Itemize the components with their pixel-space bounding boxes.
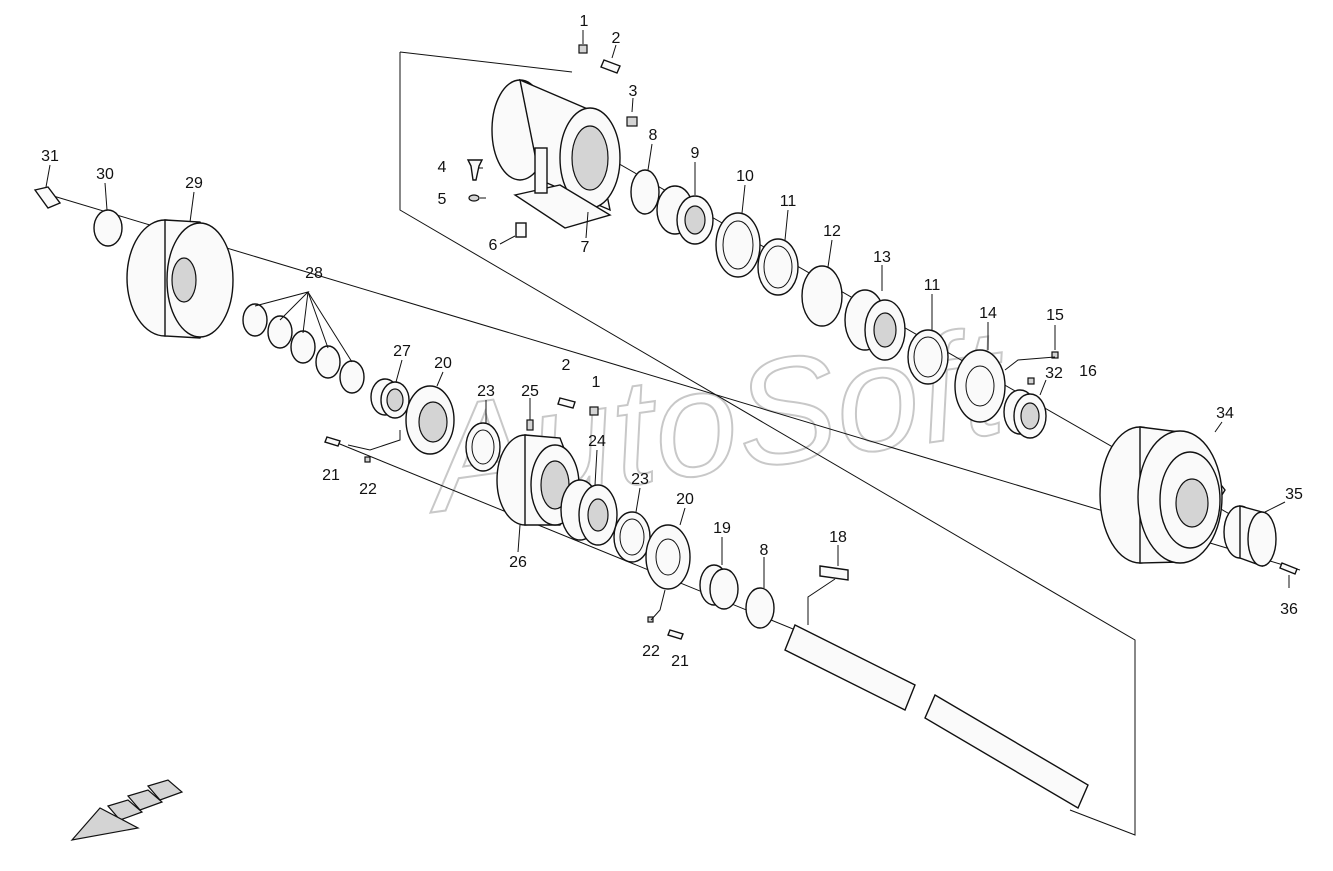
- bolt-2: [600, 59, 621, 74]
- label-9: 9: [691, 145, 700, 162]
- label-8-upper: 8: [649, 127, 658, 144]
- bearing-housing: [491, 78, 621, 229]
- label-32: 32: [1045, 365, 1063, 382]
- key-18: [819, 565, 849, 581]
- circlip-8-lower: [745, 587, 775, 629]
- label-4: 4: [438, 159, 447, 176]
- label-29: 29: [185, 175, 203, 192]
- label-30: 30: [96, 166, 114, 183]
- label-6: 6: [489, 237, 498, 254]
- washer-5: [468, 194, 480, 202]
- screw-36: [1279, 562, 1298, 575]
- label-21-right: 21: [671, 653, 689, 670]
- label-1: 1: [580, 13, 589, 30]
- label-21-left: 21: [322, 467, 340, 484]
- bearing-24: [560, 479, 618, 546]
- bolt-21-left: [324, 436, 341, 447]
- label-19: 19: [713, 520, 731, 537]
- label-7: 7: [581, 239, 590, 256]
- bolt-4: [466, 159, 484, 181]
- bolt-31: [33, 186, 62, 209]
- washer-30: [93, 209, 123, 247]
- grease-fitting-25: [526, 419, 534, 431]
- cover-20-right: [645, 524, 691, 590]
- ring-28-d: [315, 345, 341, 379]
- pin-6: [515, 222, 527, 238]
- label-10: 10: [736, 168, 754, 185]
- nut-1-lower: [589, 406, 599, 416]
- label-25: 25: [521, 383, 539, 400]
- label-36: 36: [1280, 601, 1298, 618]
- panel-outline: [399, 52, 1136, 836]
- label-14: 14: [979, 305, 997, 322]
- label-11-lower: 11: [924, 277, 941, 294]
- label-23-left: 23: [477, 383, 495, 400]
- label-18: 18: [829, 529, 847, 546]
- bolt-2-lower: [557, 397, 576, 409]
- shaft: [784, 624, 1089, 810]
- label-23-right: 23: [631, 471, 649, 488]
- label-35: 35: [1285, 486, 1303, 503]
- circlip-12: [801, 265, 843, 327]
- pulley-34: [1099, 426, 1226, 564]
- label-15: 15: [1046, 307, 1064, 324]
- label-2-lower: 2: [562, 357, 571, 374]
- ring-28-e: [339, 360, 365, 394]
- label-26: 26: [509, 554, 527, 571]
- label-13: 13: [873, 249, 891, 266]
- bolt-21-right: [667, 629, 684, 640]
- circlip-8-upper: [630, 169, 660, 215]
- label-2: 2: [612, 30, 621, 47]
- seal-16: [1003, 389, 1047, 439]
- screw-32: [1027, 377, 1035, 385]
- direction-arrow-icon: [70, 779, 184, 841]
- pulley-29: [126, 219, 234, 339]
- ring-28-b: [267, 315, 293, 349]
- panel-outline-top: [399, 51, 573, 73]
- label-24: 24: [588, 433, 606, 450]
- label-31: 31: [41, 148, 59, 165]
- label-28: 28: [305, 265, 323, 282]
- label-12: 12: [823, 223, 841, 240]
- plug-3: [626, 116, 638, 127]
- label-20-right: 20: [676, 491, 694, 508]
- label-22-left: 22: [359, 481, 377, 498]
- label-20-left: 20: [434, 355, 452, 372]
- label-1-lower: 1: [592, 374, 601, 391]
- nut-1: [578, 44, 588, 54]
- bearing-13: [844, 289, 906, 361]
- cover-14: [954, 349, 1006, 423]
- label-16: 16: [1079, 363, 1097, 380]
- label-8-lower: 8: [760, 542, 769, 559]
- part-labels: 1 2 3 4 5 6 7 8 9 10 11 11 12 13 14 15 1…: [41, 13, 1303, 670]
- label-22-right: 22: [642, 643, 660, 660]
- bearing-9: [656, 185, 714, 245]
- label-5: 5: [438, 191, 447, 208]
- screw-15: [1051, 351, 1059, 359]
- label-11-upper: 11: [780, 193, 797, 210]
- label-27: 27: [393, 343, 411, 360]
- ring-28-c: [290, 330, 316, 364]
- lower-axis: [329, 439, 821, 641]
- washer-22-right: [647, 616, 654, 623]
- label-3: 3: [629, 83, 638, 100]
- upper-axis: [49, 194, 1301, 571]
- bushing-35: [1223, 505, 1277, 567]
- ring-23-left: [465, 422, 501, 472]
- label-34: 34: [1216, 405, 1234, 422]
- bushing-19: [699, 564, 739, 610]
- washer-22-left: [364, 456, 371, 463]
- seal-27: [370, 378, 410, 419]
- ring-28-a: [242, 303, 268, 337]
